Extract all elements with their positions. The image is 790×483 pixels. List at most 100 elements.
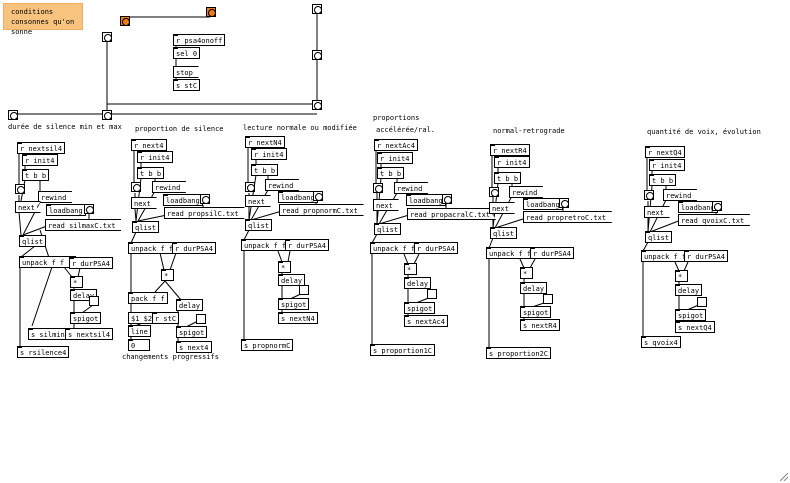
s5-trigger-bb[interactable]: t b b	[494, 172, 522, 184]
s4-trigger-bb[interactable]: t b b	[377, 167, 405, 179]
s4-receive-next[interactable]: r nextAc4	[374, 139, 418, 151]
s6-delay[interactable]: delay	[675, 284, 703, 296]
s4-next-message[interactable]: next	[373, 199, 399, 211]
s1-trigger-bb[interactable]: t b b	[22, 169, 50, 181]
s3-unpack[interactable]: unpack f f	[241, 239, 290, 251]
s5-send-out[interactable]: s proportion2C	[486, 347, 552, 359]
s6-qlist[interactable]: qlist	[645, 231, 673, 243]
s5-next-message[interactable]: next	[489, 202, 515, 214]
s6-spigot[interactable]: spigot	[675, 309, 707, 321]
s1-unpack[interactable]: unpack f f f	[19, 256, 76, 268]
s2-number-box[interactable]: 0	[128, 339, 150, 351]
s6-send-out[interactable]: s qvoix4	[641, 336, 681, 348]
s6-read-message[interactable]: read qvoixC.txt	[678, 214, 750, 226]
s2-loadbang[interactable]: loadbang	[163, 194, 203, 206]
s6-loadbang-bang[interactable]	[712, 201, 722, 211]
s4-receive-init[interactable]: r init4	[377, 152, 413, 164]
s1-rewind-message[interactable]: rewind	[38, 191, 72, 203]
s1-bang[interactable]	[15, 184, 25, 194]
s2-delay[interactable]: delay	[176, 299, 204, 311]
s1-loadbang[interactable]: loadbang	[46, 204, 86, 216]
s6-receive-next[interactable]: r nextQ4	[645, 146, 685, 158]
s5-rewind-message[interactable]: rewind	[509, 186, 543, 198]
s2-receive-next[interactable]: r next4	[131, 139, 167, 151]
s3-bang[interactable]	[245, 182, 255, 192]
s5-receive-dur[interactable]: r durPSA4	[530, 247, 574, 259]
s5-qlist[interactable]: qlist	[490, 227, 518, 239]
s6-receive-dur[interactable]: r durPSA4	[684, 250, 728, 262]
resize-grip-icon[interactable]	[780, 473, 788, 481]
s2-line[interactable]: line	[128, 325, 151, 337]
s5-spigot[interactable]: spigot	[520, 306, 552, 318]
s4-loadbang-bang[interactable]	[442, 194, 452, 204]
s5-unpack[interactable]: unpack f f	[486, 247, 535, 259]
s4-send-out[interactable]: s proportion1C	[370, 344, 436, 356]
s2-unpack[interactable]: unpack f f	[128, 242, 177, 254]
s6-trigger-bb[interactable]: t b b	[649, 174, 677, 186]
s5-loadbang[interactable]: loadbang	[523, 198, 563, 210]
s3-receive-next[interactable]: r nextN4	[245, 136, 285, 148]
s3-receive-init[interactable]: r init4	[251, 148, 287, 160]
s4-delay[interactable]: delay	[404, 277, 432, 289]
s4-multiply[interactable]: *	[404, 263, 417, 275]
s5-bang[interactable]	[489, 187, 499, 197]
s1-receive-dur[interactable]: r durPSA4	[69, 257, 113, 269]
s4-send-next[interactable]: s nextAc4	[404, 315, 448, 327]
s2-loadbang-bang[interactable]	[200, 194, 210, 204]
s3-receive-dur[interactable]: r durPSA4	[285, 239, 329, 251]
sel-0-object[interactable]: sel 0	[173, 47, 201, 59]
orange-bang-right[interactable]	[206, 7, 216, 17]
s4-spigot[interactable]: spigot	[404, 302, 436, 314]
bang-bottom-center[interactable]	[102, 110, 112, 120]
s3-spigot[interactable]: spigot	[278, 298, 310, 310]
s3-rewind-message[interactable]: rewind	[265, 179, 299, 191]
bang-top-right[interactable]	[312, 4, 322, 14]
s2-receive-stC[interactable]: r stC	[152, 312, 180, 324]
bang-mid-right[interactable]	[312, 50, 322, 60]
send-stC[interactable]: s stC	[173, 79, 201, 91]
s3-read-message[interactable]: read propnormC.txt	[279, 204, 364, 216]
s1-loadbang-bang[interactable]	[84, 204, 94, 214]
s5-toggle[interactable]	[543, 294, 553, 304]
s3-loadbang-bang[interactable]	[313, 191, 323, 201]
s5-receive-next[interactable]: r nextR4	[490, 144, 530, 156]
s3-trigger-bb[interactable]: t b b	[251, 164, 279, 176]
s2-next-message[interactable]: next	[131, 197, 157, 209]
s3-send-out[interactable]: s propnormC	[241, 339, 294, 351]
s1-receive-next[interactable]: r nextsil4	[17, 142, 66, 154]
s3-loadbang[interactable]: loadbang	[278, 191, 318, 203]
s1-next-message[interactable]: next	[15, 201, 41, 213]
s4-toggle[interactable]	[427, 289, 437, 299]
s1-send-silmin[interactable]: s silminC	[28, 328, 72, 340]
s2-read-message[interactable]: read propsilC.txt	[164, 207, 245, 219]
s3-qlist[interactable]: qlist	[245, 219, 273, 231]
s6-multiply[interactable]: *	[675, 270, 688, 282]
s3-next-message[interactable]: next	[245, 195, 271, 207]
s6-receive-init[interactable]: r init4	[649, 159, 685, 171]
s1-spigot[interactable]: spigot	[70, 312, 102, 324]
s6-bang[interactable]	[644, 190, 654, 200]
bang-bottom-left[interactable]	[8, 110, 18, 120]
s6-next-message[interactable]: next	[644, 206, 670, 218]
s5-delay[interactable]: delay	[520, 282, 548, 294]
s4-qlist[interactable]: qlist	[374, 223, 402, 235]
s1-send-next[interactable]: s nextsil4	[65, 328, 114, 340]
s4-rewind-message[interactable]: rewind	[394, 182, 428, 194]
s2-multiply[interactable]: *	[161, 269, 174, 281]
s3-delay[interactable]: delay	[278, 274, 306, 286]
s4-unpack[interactable]: unpack f f	[370, 242, 419, 254]
s4-bang[interactable]	[373, 183, 383, 193]
s4-receive-dur[interactable]: r durPSA4	[414, 242, 458, 254]
bang-top-left[interactable]	[102, 32, 112, 42]
s1-receive-init[interactable]: r init4	[22, 154, 58, 166]
s6-unpack[interactable]: unpack f f	[641, 250, 690, 262]
s1-toggle[interactable]	[89, 296, 99, 306]
s1-send-out[interactable]: s rsilence4	[17, 346, 70, 358]
s3-toggle[interactable]	[299, 285, 309, 295]
s1-multiply[interactable]: *	[70, 276, 83, 288]
s2-msg-dollar[interactable]: $1 $2	[128, 312, 158, 324]
s5-multiply[interactable]: *	[520, 267, 533, 279]
bang-bottom-right[interactable]	[312, 100, 322, 110]
s1-qlist[interactable]: qlist	[19, 235, 47, 247]
s1-read-message[interactable]: read silmaxC.txt	[45, 219, 121, 231]
